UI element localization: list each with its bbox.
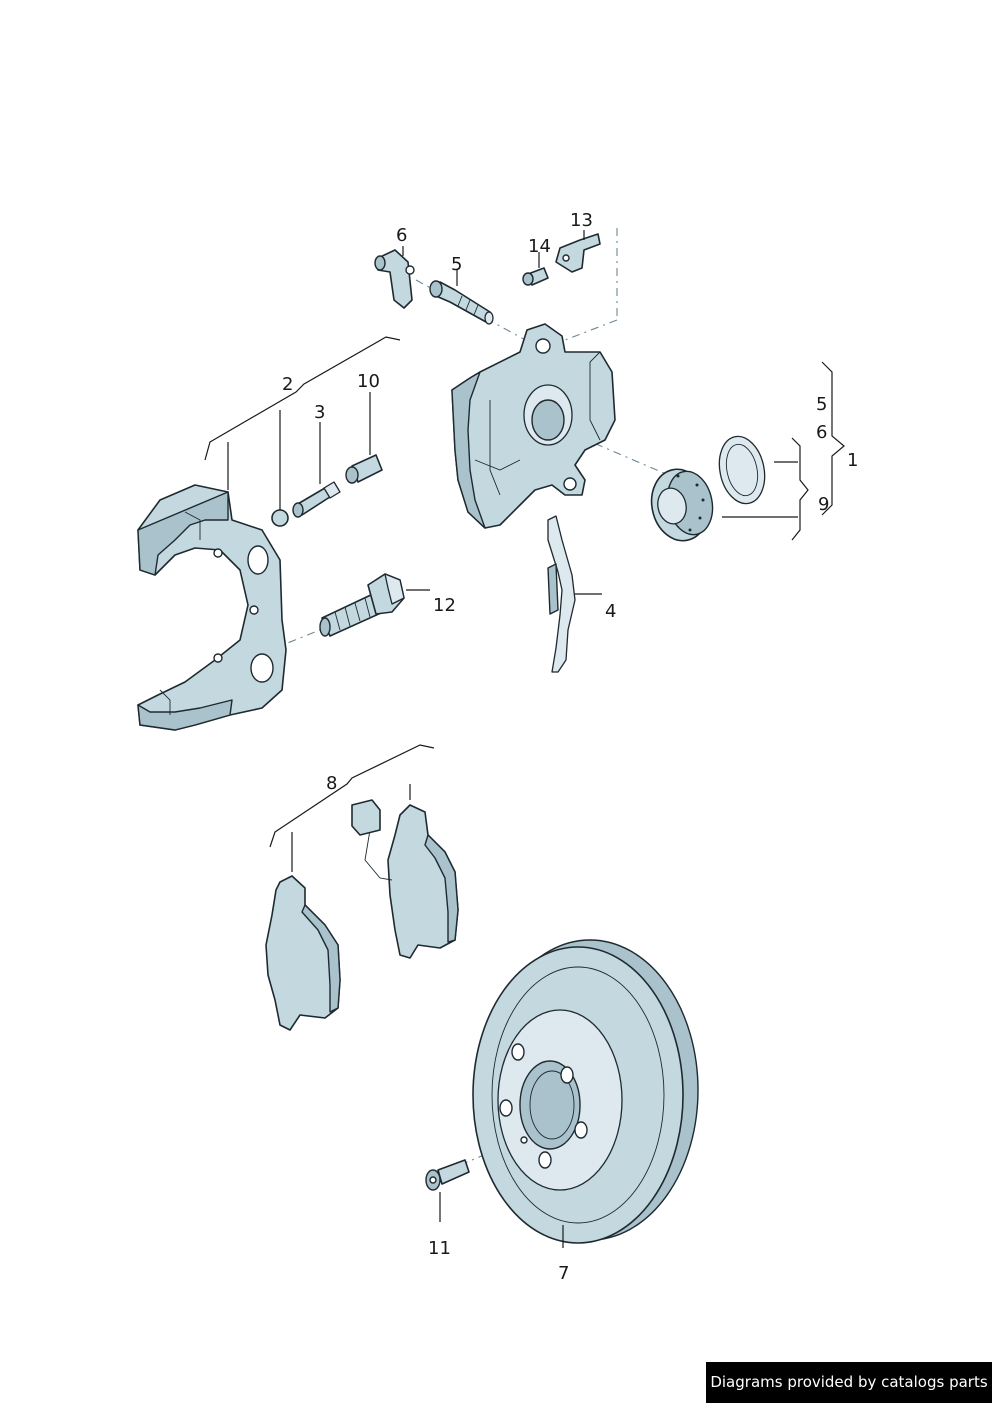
- callout-5-right: 5: [816, 394, 827, 415]
- guide-bushing: [271, 509, 289, 527]
- callout-14: 14: [528, 236, 551, 257]
- callout-13: 13: [570, 210, 593, 231]
- callout-2: 2: [282, 374, 293, 395]
- carrier-bolt: [319, 573, 405, 637]
- brake-pad-inner: [351, 799, 459, 959]
- callout-7: 7: [558, 1263, 569, 1284]
- caliper-housing: [451, 323, 616, 529]
- brake-disc: [472, 939, 699, 1244]
- dust-cap: [345, 454, 383, 484]
- caliper-carrier: [137, 484, 287, 731]
- callout-labels: 6 5 14 13 2 10 3 12 4 5 6 1 9 8 11 7: [282, 210, 858, 1284]
- callout-11: 11: [428, 1238, 451, 1259]
- leader-lines: [204, 230, 845, 1248]
- callout-9: 9: [818, 494, 829, 515]
- seal-ring: [718, 435, 766, 505]
- bleeder-cap: [374, 249, 415, 309]
- disc-screw: [425, 1159, 470, 1191]
- callout-12: 12: [433, 595, 456, 616]
- callout-1: 1: [847, 450, 858, 471]
- callout-6-right: 6: [816, 422, 827, 443]
- anti-rattle-spring: [547, 515, 576, 673]
- bracket-screw: [522, 267, 549, 286]
- callout-3: 3: [314, 402, 325, 423]
- sensor-bracket: [555, 233, 601, 273]
- brake-pad-outer: [265, 875, 341, 1031]
- callout-6-top: 6: [396, 225, 407, 246]
- bleeder-screw: [429, 280, 494, 325]
- callout-5-top: 5: [451, 254, 462, 275]
- guide-pin: [292, 481, 341, 518]
- callout-10: 10: [357, 371, 380, 392]
- callout-4: 4: [605, 601, 616, 622]
- watermark-banner: Diagrams provided by catalogs parts: [706, 1362, 992, 1403]
- caliper-piston: [650, 468, 714, 542]
- callout-8: 8: [326, 773, 337, 794]
